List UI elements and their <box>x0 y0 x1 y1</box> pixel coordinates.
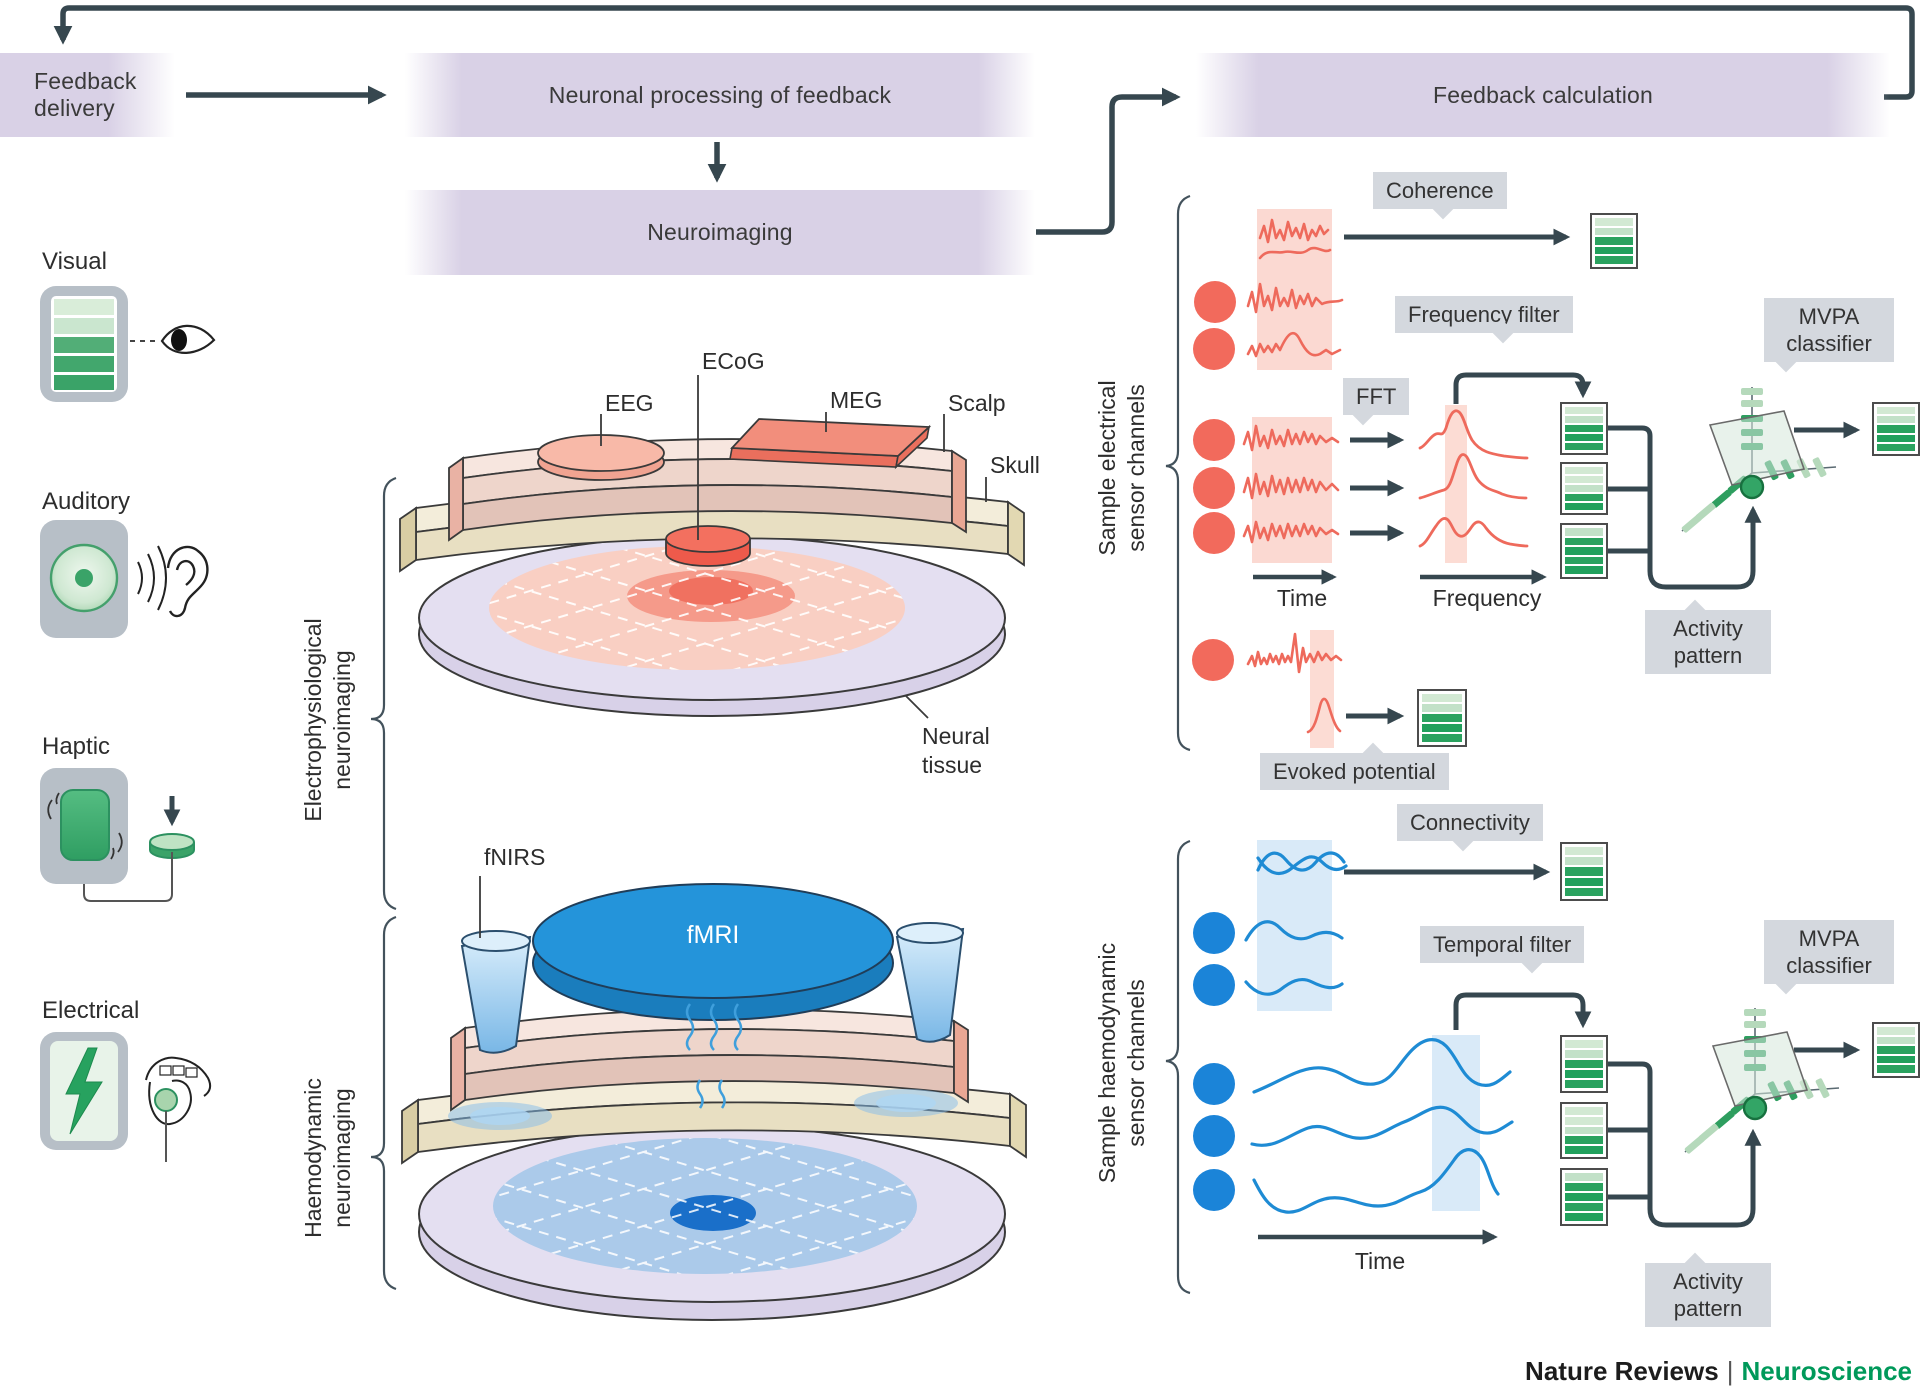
electrical-device-icon <box>40 1032 128 1150</box>
frequency-filter-callout: Frequency filter <box>1395 296 1573 344</box>
electrical-channels-label: Sample electrical sensor channels <box>1094 380 1149 556</box>
haemo-channels-label: Sample haemodynamic sensor channels <box>1094 942 1149 1184</box>
tongue-electrode-icon <box>145 1056 212 1162</box>
frequency-spectra <box>1418 409 1529 548</box>
evoked-potential-callout: Evoked potential <box>1260 742 1449 790</box>
ecog-electrode-icon <box>665 525 751 567</box>
electro-section-bracket <box>370 476 397 911</box>
activity-bars-mvpa-out-haemo <box>1872 1022 1920 1078</box>
auditory-label: Auditory <box>42 488 131 515</box>
feedback-calculation-box: Feedback calculation <box>1196 53 1890 137</box>
activity-bars-tfiltered-3 <box>1560 1168 1608 1226</box>
activity-bars-coherence <box>1590 213 1638 269</box>
mvpa-callout-electrical: MVPA classifier <box>1764 298 1894 373</box>
haemo-section-bracket <box>370 915 397 1291</box>
neuroimaging-label: Neuroimaging <box>647 219 793 245</box>
neural-tissue-disc-haemo <box>418 1125 1006 1321</box>
electrical-pipeline-arrows <box>1344 228 1861 725</box>
frequency-axis-label: Frequency <box>1432 585 1542 611</box>
mvpa-classifier-icon-haemo <box>1682 1006 1841 1156</box>
connectivity-callout: Connectivity <box>1397 804 1543 852</box>
electrical-channels-bracket <box>1165 194 1191 752</box>
electro-section-label: Electrophysiological neuroimaging <box>300 618 355 822</box>
activity-bars-filtered-2 <box>1560 462 1608 515</box>
temporal-filter-callout: Temporal filter <box>1420 926 1585 974</box>
mvpa-callout-haemo: MVPA classifier <box>1764 920 1894 995</box>
haptic-device-icon <box>40 768 128 884</box>
ear-icon <box>166 545 209 618</box>
journal-section: Neuroscience <box>1741 1356 1912 1386</box>
visual-device-icon <box>40 286 128 402</box>
coherence-callout: Coherence <box>1373 172 1507 220</box>
electrical-channel-dots <box>1192 281 1236 681</box>
activity-bars-filtered-1 <box>1560 402 1608 455</box>
journal-footer: Nature Reviews|Neuroscience <box>1525 1356 1912 1387</box>
skull-label: Skull <box>990 452 1040 478</box>
electro-leader-lines <box>600 375 987 719</box>
haemo-signal-waves <box>1244 851 1514 1214</box>
sound-waves-icon <box>137 545 167 611</box>
fft-callout: FFT <box>1343 378 1410 426</box>
activity-bars-tfiltered-1 <box>1560 1035 1608 1093</box>
meg-label: MEG <box>830 387 883 413</box>
evoked-window-band <box>1310 630 1334 748</box>
haptic-actuator-icon <box>83 796 195 902</box>
feedback-loop-line <box>53 5 1915 235</box>
activity-pattern-callout-haemo: Activity pattern <box>1645 1252 1771 1327</box>
activity-bars-tfiltered-2 <box>1560 1102 1608 1159</box>
electrical-label: Electrical <box>42 997 140 1024</box>
neuronal-processing-box: Neuronal processing of feedback <box>405 53 1035 137</box>
fmri-label: fMRI <box>686 921 740 949</box>
activity-bars-filtered-3 <box>1560 523 1608 579</box>
feedback-calculation-label: Feedback calculation <box>1432 81 1654 108</box>
meg-sensor-icon <box>729 418 932 470</box>
haemo-channels-bracket <box>1165 839 1191 1295</box>
haemo-section-label: Haemodynamic neuroimaging <box>300 1078 355 1238</box>
scalp-label: Scalp <box>948 390 1006 416</box>
eeg-electrode-icon <box>537 434 665 481</box>
feedback-delivery-label: Feedback delivery <box>34 68 137 121</box>
feedback-delivery-box: Feedback delivery <box>0 53 175 137</box>
activity-bars-connectivity <box>1560 842 1608 901</box>
visual-label: Visual <box>42 248 107 275</box>
neural-tissue-label: Neural tissue <box>922 723 990 778</box>
activity-bars-evoked <box>1417 689 1467 747</box>
neuroimaging-box: Neuroimaging <box>405 190 1035 275</box>
mvpa-classifier-icon-electrical <box>1679 385 1838 535</box>
fnirs-optode-icons <box>460 922 965 1054</box>
electrical-signal-waves <box>1242 218 1344 734</box>
auditory-device-icon <box>40 520 128 638</box>
time-axis-label-electrical: Time <box>1276 585 1328 611</box>
fnirs-label: fNIRS <box>484 844 546 870</box>
fmri-disc-icon <box>532 883 894 1021</box>
nirs-light-squiggles <box>685 1003 743 1109</box>
neural-tissue-disc-electro <box>418 535 1006 717</box>
haemo-pipeline-arrows <box>1344 863 1861 1228</box>
haptic-label: Haptic <box>42 733 111 760</box>
eeg-label: EEG <box>605 390 654 416</box>
neuronal-processing-label: Neuronal processing of feedback <box>548 81 892 108</box>
journal-name: Nature Reviews <box>1525 1356 1719 1386</box>
footer-separator: | <box>1726 1356 1734 1386</box>
oxygenation-glow <box>448 1089 958 1130</box>
ecog-label: ECoG <box>702 348 765 374</box>
activity-pattern-callout-electrical: Activity pattern <box>1645 599 1771 674</box>
eye-icon <box>130 324 216 354</box>
activity-bars-mvpa-out-electrical <box>1872 402 1920 456</box>
haemo-channel-dots <box>1193 912 1235 1211</box>
temporal-filter-band <box>1432 1035 1480 1211</box>
time-axis-label-haemo: Time <box>1354 1248 1406 1274</box>
